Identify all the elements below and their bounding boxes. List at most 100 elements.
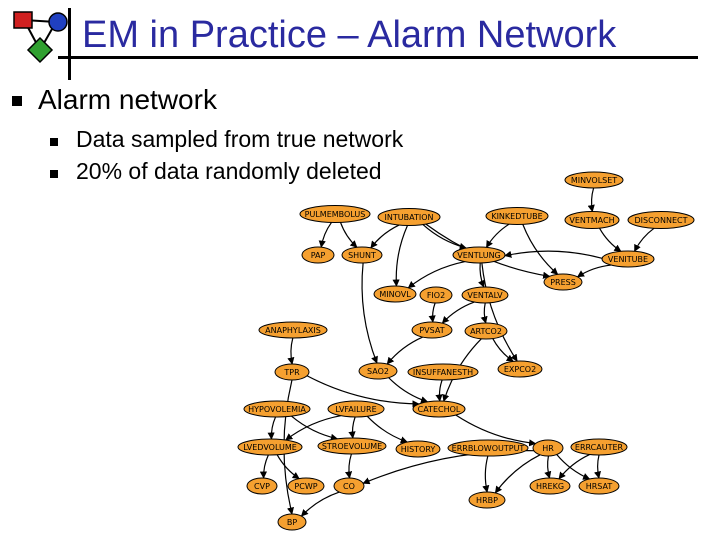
edge-co-bp (300, 491, 340, 517)
node-label: HYPOVOLEMIA (248, 405, 306, 414)
node-kinkedtube: KINKEDTUBE (485, 207, 549, 225)
node-label: SAO2 (367, 367, 389, 376)
edge-artco2-expco2 (492, 338, 514, 362)
node-label: HREKG (536, 482, 564, 491)
node-pvsat: PVSAT (411, 321, 453, 339)
node-ellipse (407, 363, 479, 381)
edge-ventlung-minovl (407, 261, 465, 289)
node-label: TPR (283, 368, 300, 377)
node-label: VENTMACH (569, 216, 614, 225)
edge-ventalv-pvsat (441, 301, 475, 324)
slide-title: EM in Practice – Alarm Network (82, 14, 617, 56)
node-artco2: ARTCO2 (464, 322, 508, 340)
edge-errcauter-hrekg (558, 453, 590, 480)
node-hrsat: HRSAT (578, 477, 620, 495)
title-vertical-rule (68, 8, 71, 80)
node-label: PRESS (550, 278, 576, 287)
node-ellipse (419, 286, 453, 304)
node-cvp: CVP (246, 477, 278, 495)
node-ellipse (377, 208, 441, 226)
node-ellipse (564, 171, 624, 189)
node-ellipse (461, 286, 509, 304)
node-label: HR (542, 444, 554, 453)
edge-lvedvolume-cvp (259, 454, 269, 479)
node-label: CO (343, 482, 355, 491)
node-stroevolume: STROEVOLUME (317, 437, 387, 455)
edge-hypovolemia-stroevolume (291, 415, 339, 441)
node-label: DISCONNECT (635, 216, 688, 225)
node-label: HRBP (476, 496, 498, 505)
node-label: LVEDVOLUME (243, 443, 297, 452)
node-ellipse (447, 439, 529, 457)
edge-disconnect-venitube (634, 227, 655, 252)
node-venitube: VENITUBE (601, 250, 655, 268)
edge-venitube-press (576, 264, 612, 278)
node-pulmembolus: PULMEMBOLUS (299, 205, 371, 223)
node-ellipse (237, 438, 303, 456)
node-ellipse (532, 439, 564, 457)
node-label: LVFAILURE (335, 405, 376, 414)
node-ellipse (341, 246, 383, 264)
node-sao2: SAO2 (358, 362, 398, 380)
edge-lvfailure-history (366, 415, 408, 444)
node-ellipse (627, 211, 695, 229)
node-ellipse (578, 477, 620, 495)
node-label: MINVOLSET (571, 176, 617, 185)
node-ellipse (395, 440, 441, 458)
node-label: VENITUBE (608, 255, 648, 264)
node-ventlung: VENTLUNG (452, 246, 506, 264)
edge-sao2-catechol (388, 377, 429, 404)
node-ellipse (564, 211, 620, 229)
node-label: ANAPHYLAXIS (265, 326, 321, 335)
node-ellipse (299, 205, 371, 223)
edge-catechol-hr (455, 414, 537, 447)
sub-bullet-2: 20% of data randomly deleted (76, 158, 382, 184)
node-hrekg: HREKG (529, 477, 571, 495)
node-label: ARTCO2 (470, 327, 502, 336)
node-label: VENTLUNG (457, 251, 501, 260)
edge-stroevolume-co (345, 453, 353, 479)
edge-venitube-ventlung (504, 250, 603, 259)
node-hrbp: HRBP (468, 491, 506, 509)
edge-kinkedtube-ventlung (485, 223, 510, 248)
edge-intubation-minovl (392, 225, 409, 287)
node-label: VENTALV (467, 291, 503, 300)
node-expco2: EXPCO2 (497, 360, 543, 378)
node-ellipse (277, 513, 307, 531)
node-label: HRSAT (586, 482, 613, 491)
node-ellipse (246, 477, 278, 495)
title-horizontal-rule (58, 56, 698, 59)
bullet-square-icon (12, 96, 22, 106)
node-ellipse (497, 360, 543, 378)
network-nodes: MINVOLSET PULMEMBOLUS INTUBATION KINKEDTUBE… (237, 171, 695, 531)
node-ellipse (287, 477, 325, 495)
node-ellipse (452, 246, 506, 264)
node-minovl: MINOVL (373, 285, 417, 303)
node-intubation: INTUBATION (377, 208, 441, 226)
edge-insuffanesth-catechol (435, 379, 443, 402)
node-pap: PAP (301, 246, 335, 264)
edge-ventlung-ventalv (478, 262, 485, 288)
edge-errblowoutput-hrbp (482, 455, 490, 493)
node-fio2: FIO2 (419, 286, 453, 304)
node-ellipse (570, 438, 628, 456)
edge-errcauter-hrsat (593, 454, 601, 479)
edge-lvfailure-lvedvolume (285, 415, 341, 441)
bullet-main: Alarm network (38, 84, 217, 115)
node-label: PCWP (294, 482, 317, 491)
node-ellipse (529, 477, 571, 495)
node-label: BP (287, 518, 297, 527)
node-catechol: CATECHOL (412, 400, 466, 418)
node-ellipse (485, 207, 549, 225)
node-ventmach: VENTMACH (564, 211, 620, 229)
node-label: STROEVOLUME (322, 442, 382, 451)
node-ellipse (301, 246, 335, 264)
node-label: ERRBLOWOUTPUT (452, 444, 525, 453)
node-ventalv: VENTALV (461, 286, 509, 304)
node-label: CVP (254, 482, 270, 491)
node-lvedvolume: LVEDVOLUME (237, 438, 303, 456)
node-ellipse (358, 362, 398, 380)
node-label: PULMEMBOLUS (305, 210, 366, 219)
node-label: MINOVL (379, 290, 411, 299)
